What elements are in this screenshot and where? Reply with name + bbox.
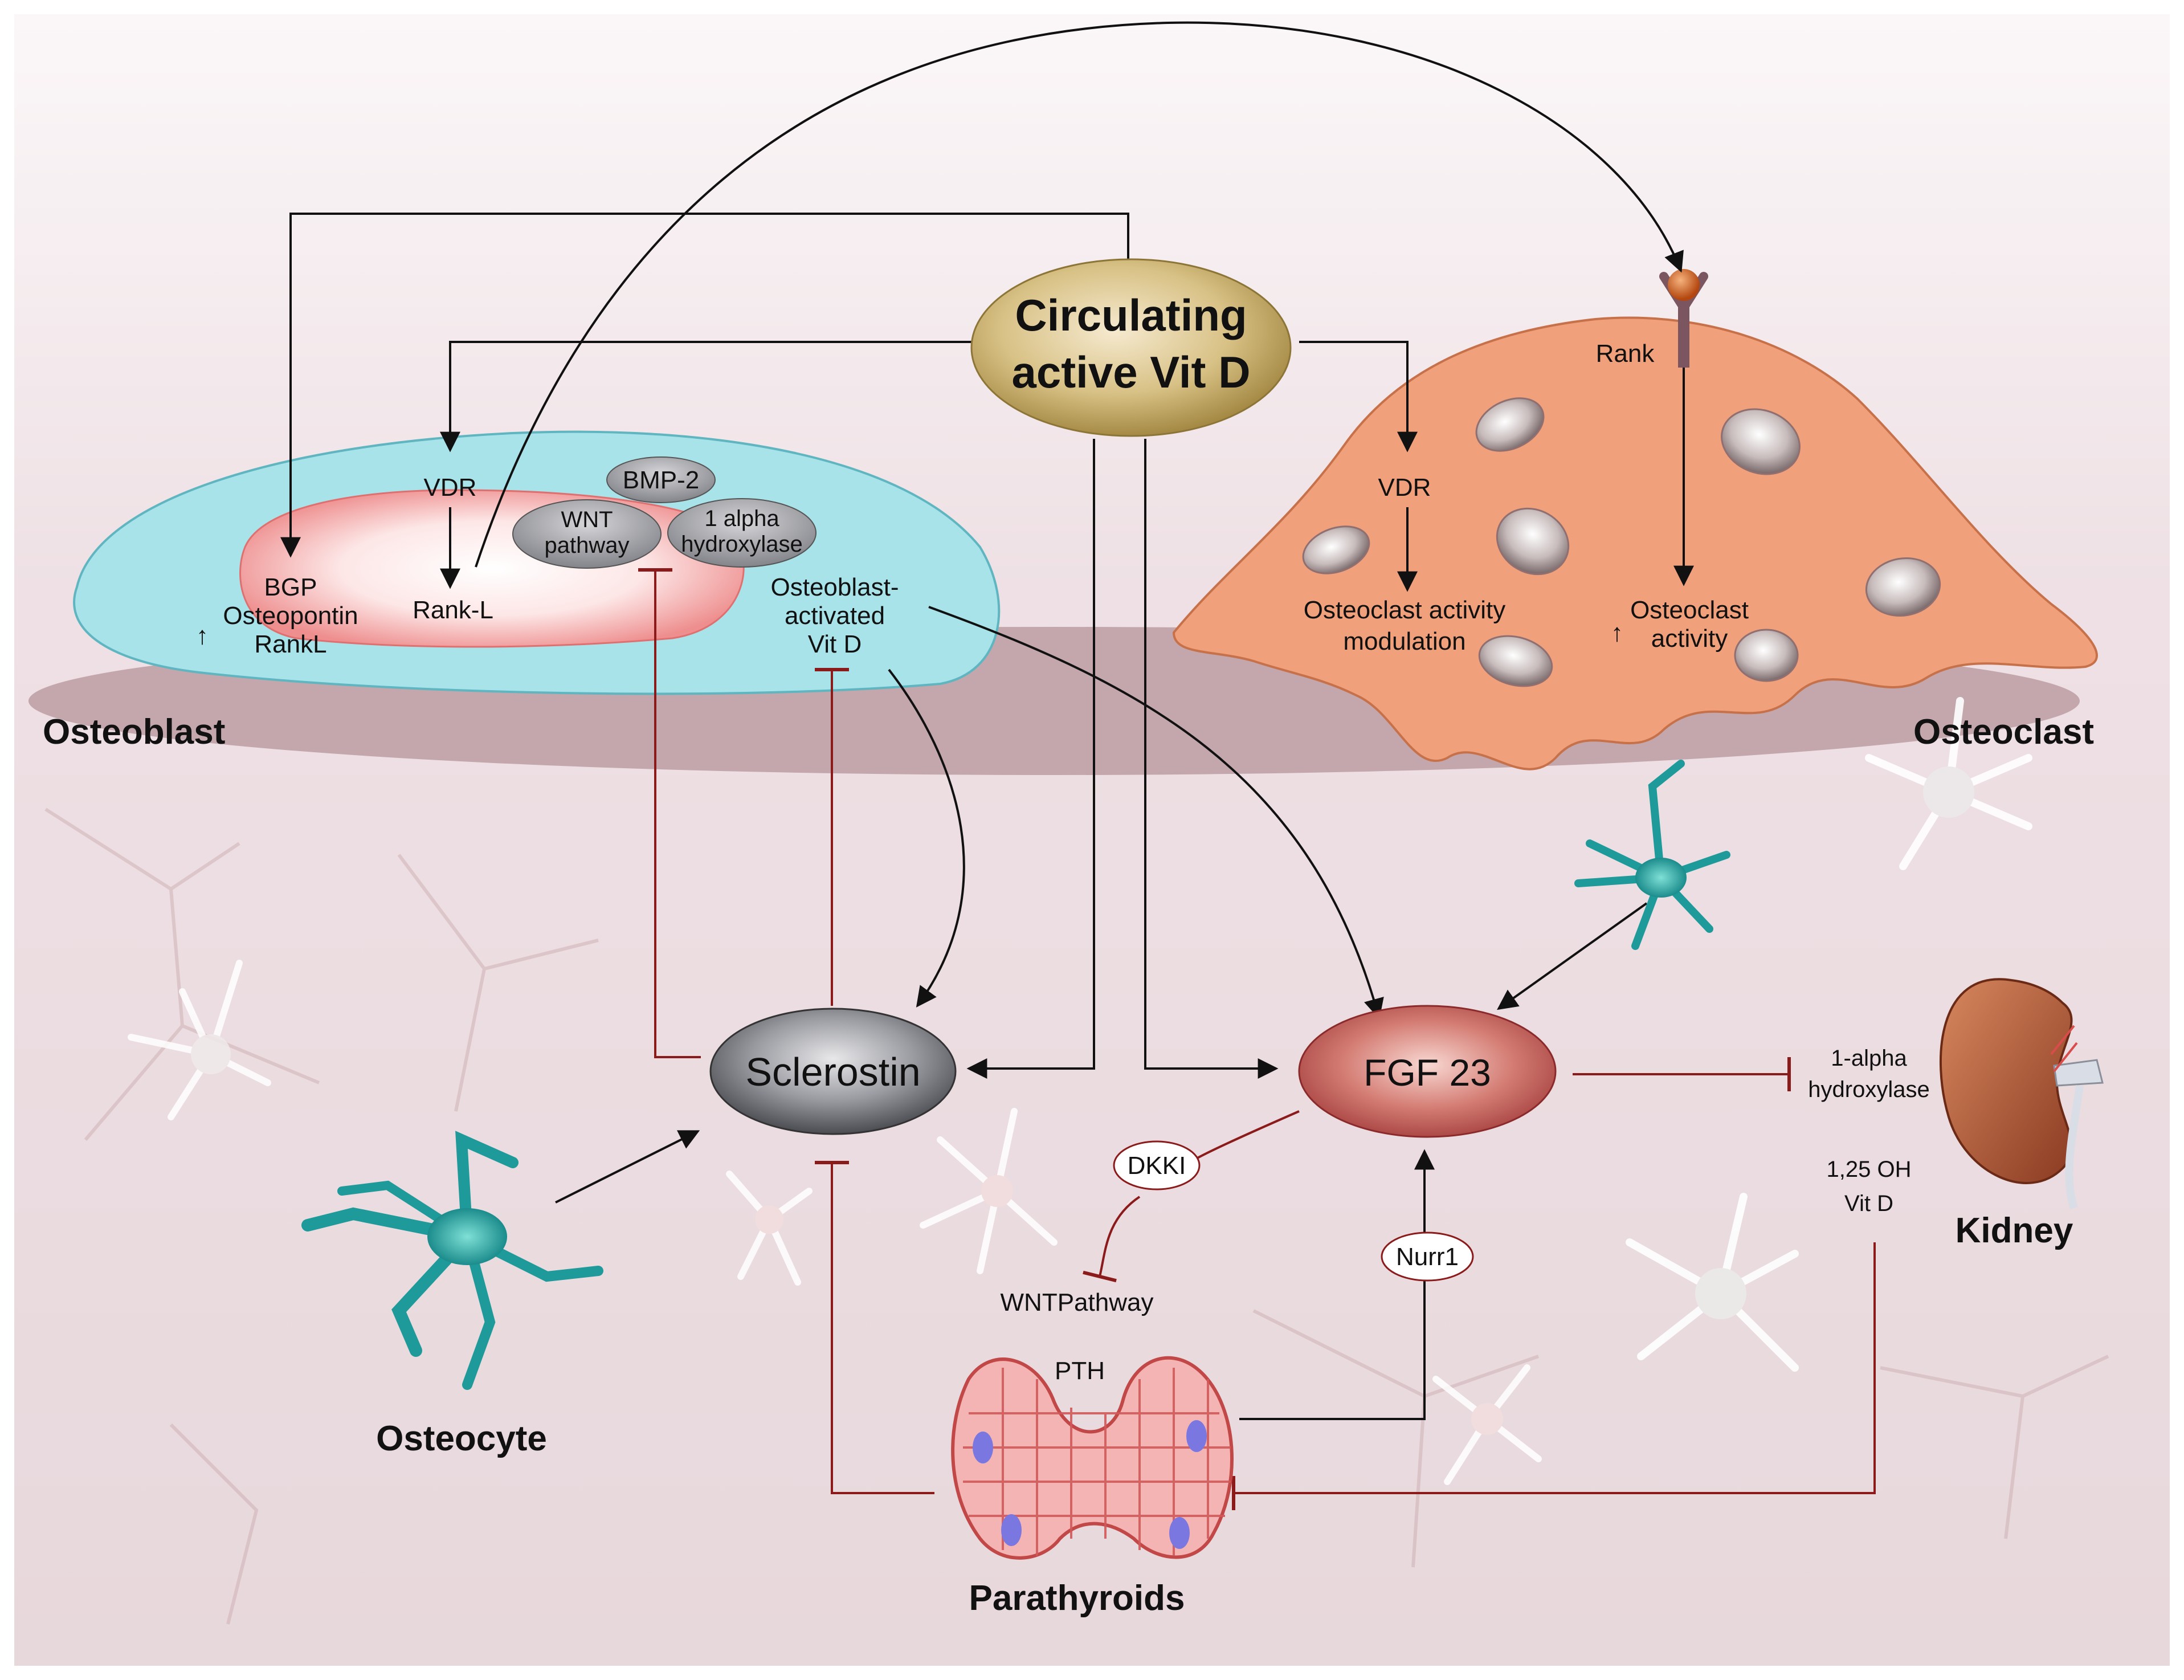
up-arrow-osteoblast: ↑ bbox=[196, 622, 209, 650]
wnt-pathway-label-1: WNT bbox=[561, 507, 613, 532]
faint-osteocyte-2 bbox=[726, 1171, 813, 1286]
calcitriol-label-1: 1,25 OH bbox=[1827, 1157, 1912, 1182]
osteoclast-activity-label-1: Osteoclast bbox=[1630, 596, 1749, 624]
nurr1-node bbox=[1381, 1232, 1474, 1282]
kidney-hydroxylase-label-1: 1-alpha bbox=[1831, 1046, 1907, 1071]
circulating-vit-d-label-2: active Vit D bbox=[1011, 347, 1250, 397]
one-alpha-hydroxylase-label-2: hydroxylase bbox=[681, 532, 802, 557]
sclerostin-label: Sclerostin bbox=[745, 1050, 920, 1094]
osteoclast-activity-label-2: activity bbox=[1651, 625, 1728, 653]
bmp2-node bbox=[606, 456, 716, 503]
parathyroid-gland-icon bbox=[951, 1356, 1234, 1560]
osteoclast-cell bbox=[1172, 316, 2098, 770]
vdr-osteoclast-label: VDR bbox=[1378, 474, 1431, 501]
up-arrow-osteoclast: ↑ bbox=[1611, 619, 1623, 647]
faint-osteocyte-6 bbox=[1432, 1364, 1542, 1485]
rankl-label: RankL bbox=[254, 630, 326, 658]
faint-osteocyte-1 bbox=[128, 960, 271, 1120]
kidney-title: Kidney bbox=[1956, 1211, 2073, 1250]
osteoblast-activated-vitd-label-3: Vit D bbox=[808, 630, 862, 658]
calcitriol-label-2: Vit D bbox=[1844, 1191, 1893, 1216]
one-alpha-hydroxylase-label-1: 1 alpha bbox=[704, 506, 779, 531]
pth-label: PTH bbox=[1055, 1357, 1105, 1385]
osteoblast-activated-vitd-label-1: Osteoblast- bbox=[771, 573, 899, 601]
osteoclast-modulation-label-2: modulation bbox=[1343, 627, 1465, 655]
wnt-pathway-text: WNTPathway bbox=[1001, 1288, 1154, 1316]
rank-label: Rank bbox=[1596, 340, 1655, 368]
osteoclast-modulation-label-1: Osteoclast activity bbox=[1304, 596, 1506, 624]
inhibition-lines bbox=[638, 568, 1876, 1510]
vdr-osteoblast-label: VDR bbox=[424, 474, 477, 501]
circulating-vit-d-node bbox=[970, 258, 1292, 437]
one-alpha-hydroxylase-node bbox=[667, 498, 817, 568]
bgp-label: BGP bbox=[264, 573, 317, 601]
fgf23-label: FGF 23 bbox=[1364, 1051, 1491, 1094]
osteopontin-label: Osteopontin bbox=[223, 602, 358, 630]
faint-osteocyte-5 bbox=[1865, 697, 2032, 870]
activation-arrows bbox=[280, 21, 1694, 1420]
dkk1-label: DKKI bbox=[1128, 1152, 1186, 1180]
osteoblast-activated-vitd-label-2: activated bbox=[785, 602, 885, 630]
fgf23-node bbox=[1298, 1005, 1557, 1138]
osteocyte-title: Osteocyte bbox=[376, 1419, 547, 1458]
bmp2-label: BMP-2 bbox=[623, 466, 699, 494]
small-osteocyte-icon bbox=[1574, 760, 1730, 950]
dkk1-node bbox=[1113, 1140, 1201, 1190]
kidney-hydroxylase-label-2: hydroxylase bbox=[1808, 1077, 1929, 1102]
sclerostin-node bbox=[709, 1008, 957, 1135]
kidney-icon bbox=[1939, 978, 2104, 1210]
nurr1-label: Nurr1 bbox=[1396, 1243, 1459, 1271]
rank-l-label: Rank-L bbox=[413, 596, 493, 624]
osteoclast-title: Osteoclast bbox=[1913, 712, 2094, 752]
osteoblast-title: Osteoblast bbox=[43, 712, 225, 752]
wnt-pathway-label-2: pathway bbox=[545, 533, 630, 558]
rank-receptor-icon bbox=[1659, 269, 1708, 368]
faint-osteocyte-3 bbox=[920, 1108, 1058, 1274]
osteocyte-icon bbox=[301, 1131, 603, 1390]
wnt-pathway-node bbox=[512, 499, 662, 569]
osteoclast-nuclei bbox=[1302, 397, 1941, 687]
faint-osteocyte-4 bbox=[1626, 1193, 1799, 1372]
circulating-vit-d-label-1: Circulating bbox=[1015, 290, 1247, 340]
parathyroids-title: Parathyroids bbox=[969, 1579, 1185, 1618]
